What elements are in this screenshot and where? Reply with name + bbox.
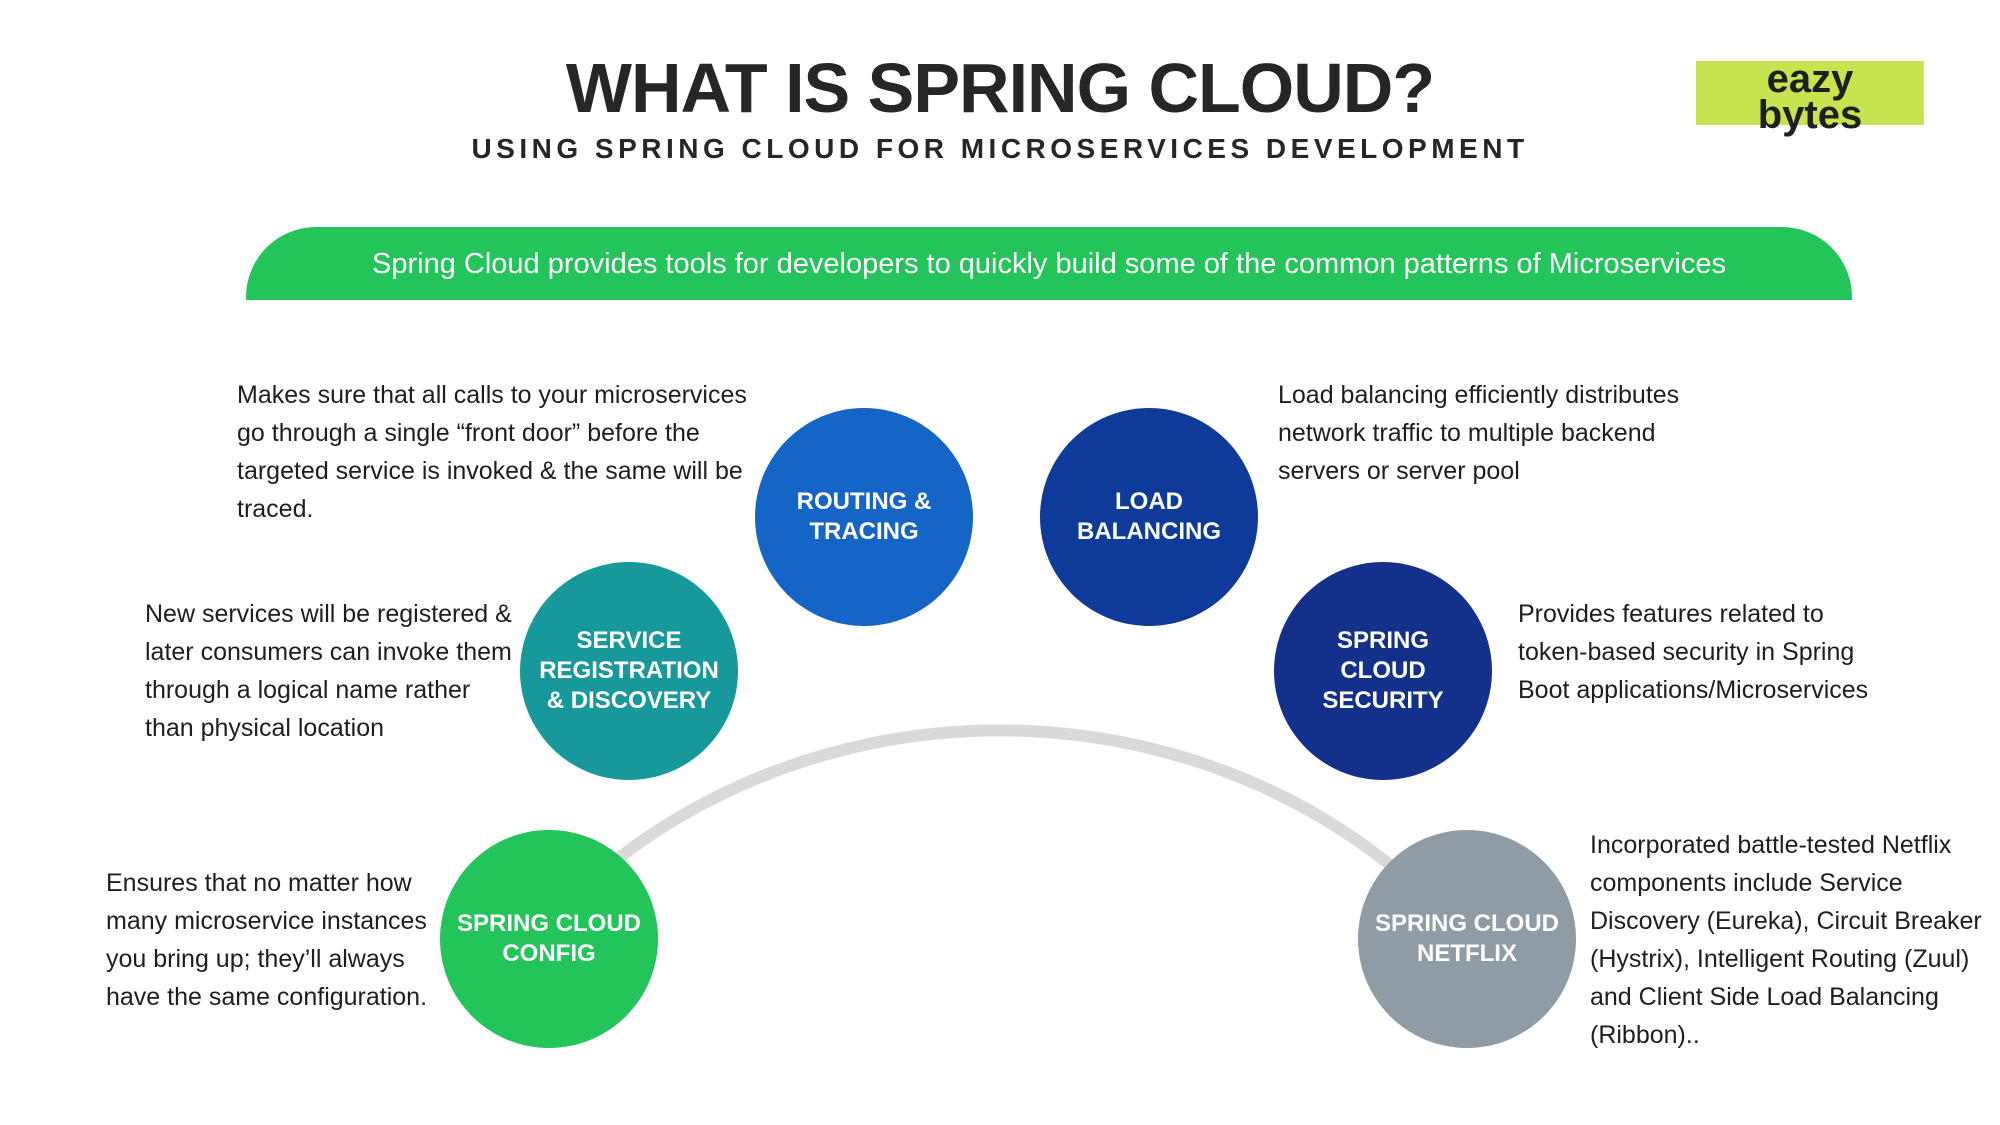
page-subtitle: USING SPRING CLOUD FOR MICROSERVICES DEV… <box>471 133 1529 164</box>
desc-line: Discovery (Eureka), Circuit Breaker <box>1590 907 1982 935</box>
node-routing-label-1: ROUTING & <box>796 488 932 515</box>
desc-line: targeted service is invoked & the same w… <box>237 457 743 485</box>
node-discovery-label-3: & DISCOVERY <box>546 687 712 714</box>
node-config-label-2: CONFIG <box>502 940 596 967</box>
desc-line: have the same configuration. <box>106 983 428 1011</box>
desc-line: (Ribbon).. <box>1590 1021 1700 1049</box>
desc-line: Makes sure that all calls to your micros… <box>237 381 747 409</box>
node-security-label-3: SECURITY <box>1322 687 1444 714</box>
desc-service-discovery: New services will be registered & later … <box>145 595 525 747</box>
node-netflix-label-1: SPRING CLOUD <box>1374 910 1559 937</box>
desc-line: New services will be registered & <box>145 600 512 628</box>
logo-text-line1: eazy <box>1766 57 1854 101</box>
node-loadbalancing-label-2: BALANCING <box>1077 518 1221 545</box>
node-routing-tracing: ROUTING & TRACING <box>755 408 973 626</box>
desc-line: components include Service <box>1590 869 1903 897</box>
desc-line: Boot applications/Microservices <box>1518 676 1869 704</box>
desc-line: servers or server pool <box>1278 457 1520 485</box>
node-spring-cloud-security: SPRING CLOUD SECURITY <box>1274 562 1492 780</box>
desc-spring-cloud-security: Provides features related to token-based… <box>1518 595 1938 709</box>
node-spring-cloud-netflix: SPRING CLOUD NETFLIX <box>1358 830 1576 1048</box>
node-security-label-2: CLOUD <box>1340 657 1426 684</box>
desc-spring-cloud-netflix: Incorporated battle-tested Netflix compo… <box>1590 826 1990 1054</box>
desc-line: (Hystrix), Intelligent Routing (Zuul) <box>1590 945 1970 973</box>
node-loadbalancing-label-1: LOAD <box>1115 488 1183 515</box>
node-service-discovery: SERVICE REGISTRATION & DISCOVERY <box>520 562 738 780</box>
node-discovery-label-2: REGISTRATION <box>539 657 719 684</box>
connector-arc-path <box>544 724 1456 926</box>
desc-line: Incorporated battle-tested Netflix <box>1590 831 1952 859</box>
desc-line: Ensures that no matter how <box>106 869 412 897</box>
logo-text-line2: bytes <box>1757 93 1863 137</box>
node-discovery-label-1: SERVICE <box>576 627 682 654</box>
desc-line: later consumers can invoke them <box>145 638 512 666</box>
desc-line: traced. <box>237 495 314 523</box>
desc-line: you bring up; they’ll always <box>106 945 405 973</box>
node-security-label-1: SPRING <box>1336 627 1429 654</box>
desc-line: Load balancing efficiently distributes <box>1278 381 1680 409</box>
desc-line: many microservice instances <box>106 907 427 935</box>
summary-banner: Spring Cloud provides tools for develope… <box>246 227 1852 300</box>
node-routing-label-2: TRACING <box>809 518 919 545</box>
desc-line: through a logical name rather <box>145 676 471 704</box>
desc-line: and Client Side Load Balancing <box>1590 983 1939 1011</box>
desc-load-balancing: Load balancing efficiently distributes n… <box>1278 376 1758 490</box>
desc-spring-cloud-config: Ensures that no matter how many microser… <box>106 864 446 1016</box>
eazybytes-logo: eazy bytes <box>1696 57 1924 135</box>
desc-line: network traffic to multiple backend <box>1278 419 1656 447</box>
node-netflix-label-2: NETFLIX <box>1416 940 1517 967</box>
node-spring-cloud-config: SPRING CLOUD CONFIG <box>440 830 658 1048</box>
desc-line: token-based security in Spring <box>1518 638 1855 666</box>
desc-routing-tracing: Makes sure that all calls to your micros… <box>237 376 777 528</box>
desc-line: Provides features related to <box>1518 600 1824 628</box>
node-config-label-1: SPRING CLOUD <box>456 910 641 937</box>
desc-line: go through a single “front door” before … <box>237 419 700 447</box>
node-load-balancing: LOAD BALANCING <box>1040 408 1258 626</box>
page-title: WHAT IS SPRING CLOUD? <box>565 49 1435 127</box>
desc-line: than physical location <box>145 714 385 742</box>
